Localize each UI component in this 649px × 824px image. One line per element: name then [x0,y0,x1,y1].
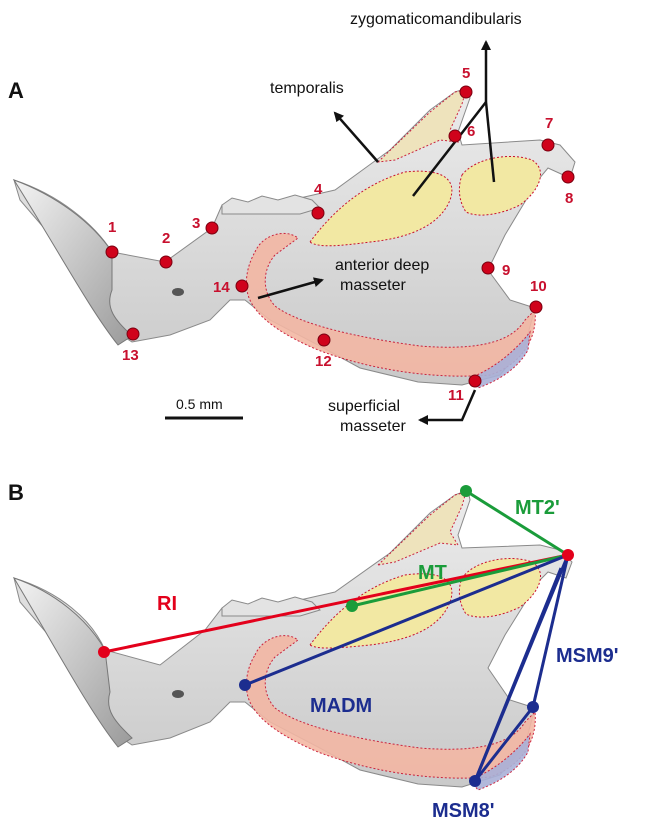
vector-msm9-label: MSM9' [556,645,619,667]
landmark-dot [236,280,248,292]
vector-origin-point [562,549,574,561]
panel-b: B RI MT MT2' M [8,480,619,822]
landmark-dot [206,222,218,234]
landmark-number: 6 [467,123,475,140]
landmark-dot [460,86,472,98]
landmark-dot [530,301,542,313]
landmark-dot [127,328,139,340]
landmark-number: 14 [213,279,230,296]
landmark-dot [562,171,574,183]
landmark-number: 10 [530,278,547,295]
vector-msm8-point [469,775,481,787]
landmark-dot [469,375,481,387]
vector-mt2-label: MT2' [515,497,560,519]
vector-msm9-point [527,701,539,713]
mental-foramen-b [172,690,184,698]
landmark-number: 5 [462,65,470,82]
mental-foramen-a [172,288,184,296]
superficial-masseter-label-line1: superficial [328,398,400,415]
landmark-number: 3 [192,215,200,232]
landmark-number: 9 [502,262,510,279]
landmark-number: 7 [545,115,553,132]
vector-mt2-point [460,485,472,497]
landmark-number: 12 [315,353,332,370]
panel-b-label: B [8,480,24,505]
panel-a-label: A [8,78,24,103]
vector-ri-point [98,646,110,658]
landmark-number: 1 [108,219,116,236]
landmark-number: 8 [565,190,573,207]
landmark-number: 4 [314,181,323,198]
landmark-number: 13 [122,347,139,364]
landmark-dot [160,256,172,268]
vector-mt-label: MT [418,562,447,584]
vector-mt-point [346,600,358,612]
landmark-dot [312,207,324,219]
scale-bar-label: 0.5 mm [176,396,223,412]
landmark-dot [449,130,461,142]
vector-msm8-label: MSM8' [432,800,495,822]
landmark-dot [542,139,554,151]
landmark-number: 11 [448,387,464,404]
anterior-deep-masseter-label-line2: masseter [340,277,406,294]
panel-a: A zygomaticomandibularis temporalis a [8,11,575,435]
landmark-dot [106,246,118,258]
molar-row-a [222,195,320,214]
anterior-deep-masseter-label-line1: anterior deep [335,257,429,274]
landmark-dot [482,262,494,274]
vector-madm-label: MADM [310,695,372,717]
vector-ri-label: RI [157,593,177,615]
landmark-number: 2 [162,230,170,247]
superficial-masseter-label-line2: masseter [340,418,406,435]
landmark-dot [318,334,330,346]
temporalis-label: temporalis [270,80,344,97]
zygomaticomandibularis-label: zygomaticomandibularis [350,11,522,28]
molar-row-b [222,597,320,616]
vector-madm-point [239,679,251,691]
